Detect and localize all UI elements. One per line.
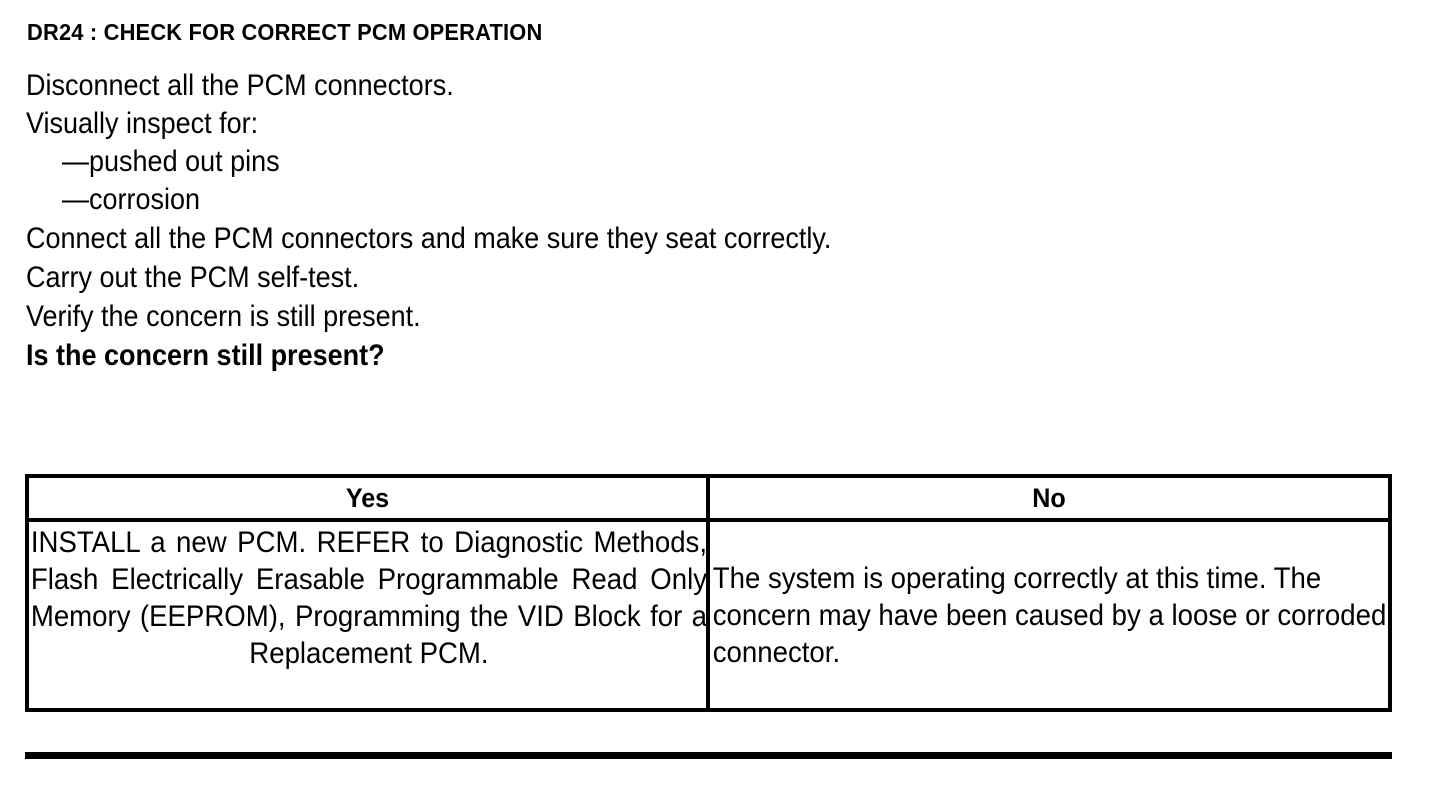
instruction-line: Disconnect all the PCM connectors.: [26, 69, 454, 102]
no-cell-inner: The system is operating correctly at thi…: [710, 522, 1453, 708]
instruction-line: Visually inspect for:: [26, 107, 259, 140]
instruction-line: Connect all the PCM connectors and make …: [26, 222, 832, 255]
yes-action-text: INSTALL a new PCM. REFER to Diagnostic M…: [30, 526, 708, 670]
instruction-line: Verify the concern is still present.: [26, 300, 421, 333]
instruction-bullet: —corrosion: [62, 183, 201, 216]
page-title: DR24 : CHECK FOR CORRECT PCM OPERATION: [27, 19, 543, 45]
decision-table: Yes No INSTALL a new PCM. REFER to Diagn…: [25, 474, 1392, 712]
instruction-list: Disconnect all the PCM connectors. Visua…: [26, 66, 1426, 375]
table-header-cell-yes: Yes: [29, 478, 710, 518]
table-cell-yes: INSTALL a new PCM. REFER to Diagnostic M…: [29, 522, 710, 708]
no-action-text: The system is operating correctly at thi…: [712, 561, 1387, 669]
decision-question: Is the concern still present?: [26, 339, 385, 372]
table-header-row: Yes No: [29, 478, 1388, 522]
instruction-bullet: —pushed out pins: [62, 145, 280, 178]
column-header-yes: Yes: [345, 482, 390, 513]
table-header-cell-no: No: [710, 478, 1388, 518]
table-row: INSTALL a new PCM. REFER to Diagnostic M…: [29, 522, 1388, 708]
column-header-no: No: [1032, 482, 1066, 513]
instruction-line: Carry out the PCM self-test.: [26, 261, 360, 294]
footer-rule: [25, 752, 1392, 759]
table-cell-no: The system is operating correctly at thi…: [710, 522, 1453, 708]
